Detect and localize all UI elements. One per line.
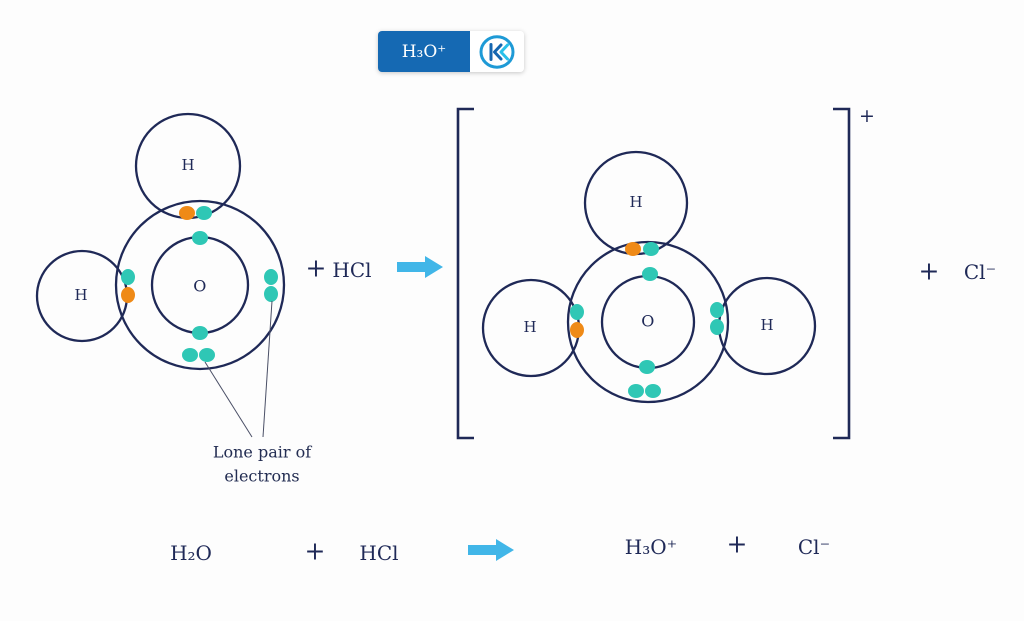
equation-plus2: + — [726, 529, 748, 559]
bond-electron-orange — [121, 287, 135, 303]
plus-sign-reactants: + — [305, 253, 327, 283]
lone-pair-electron-dot — [199, 348, 215, 362]
bond-electron-orange — [625, 242, 641, 256]
water-oxygen-label: O — [193, 276, 207, 296]
logo-ring — [479, 34, 515, 69]
hydronium-hydrogen-top-label: H — [629, 193, 643, 211]
lone-pair-electron-dot — [628, 384, 644, 398]
water-oxygen-outer-shell — [114, 199, 286, 371]
inner-shell-electron-dot — [639, 360, 655, 374]
hydronium-electrons — [570, 242, 724, 398]
hydronium-oxygen-outer-shell — [566, 240, 730, 404]
lone-pair-electron-dot — [182, 348, 198, 362]
hydronium-oxygen-label: O — [641, 311, 655, 331]
hydronium-hydrogen-left-label: H — [523, 318, 537, 336]
hydronium-hydrogen-right-label: H — [760, 316, 774, 334]
bond-electron-teal — [121, 269, 135, 285]
pointer-line-bottom-lone-pair — [204, 361, 253, 438]
water-molecule — [35, 112, 286, 371]
pointer-line-right-lone-pair — [262, 300, 273, 438]
water-hydrogen-top-label: H — [181, 156, 195, 174]
lone-pair-electron-dot — [264, 286, 278, 302]
bond-electron-teal — [570, 304, 584, 320]
inner-shell-electron-dot — [642, 267, 658, 281]
bond-electron-orange — [570, 322, 584, 338]
equation-plus1: + — [304, 536, 326, 566]
brand-logo — [470, 31, 524, 72]
hydronium-charge-label: + — [859, 105, 875, 127]
brand-logo-icon — [479, 34, 515, 69]
inner-shell-electron-dot — [192, 326, 208, 340]
annotation-pointer-lines — [204, 300, 273, 438]
bond-electron-teal — [710, 319, 724, 335]
chloride-label: Cl⁻ — [963, 260, 997, 284]
equation-cl: Cl⁻ — [797, 535, 831, 559]
logo-chevron-dark — [493, 43, 503, 60]
equation-h2o: H₂O — [170, 541, 212, 565]
title-formula: H₃O⁺ — [378, 31, 470, 72]
title-badge: H₃O⁺ — [378, 31, 524, 72]
equation-h3o: H₃O⁺ — [624, 535, 678, 559]
plus-sign-products: + — [918, 256, 940, 286]
hydronium-brackets — [456, 107, 851, 440]
equation-arrow-icon — [468, 539, 514, 561]
bond-electron-teal — [710, 302, 724, 318]
reaction-arrow-icon — [397, 256, 443, 278]
water-hydrogen-left-label: H — [74, 286, 88, 304]
bond-electron-orange — [179, 206, 195, 220]
right-bracket — [833, 107, 851, 440]
left-bracket — [456, 107, 474, 440]
water-electrons — [121, 206, 278, 362]
inner-shell-electron-dot — [192, 231, 208, 245]
bond-electron-teal — [196, 206, 212, 220]
lone-pair-electron-dot — [264, 269, 278, 285]
logo-chevron-cyan — [499, 43, 509, 60]
lone-pair-electron-dot — [645, 384, 661, 398]
equation-hcl: HCl — [359, 541, 399, 565]
lone-pair-annotation-line1: Lone pair of — [212, 442, 312, 462]
hcl-label: HCl — [332, 258, 372, 282]
bond-electron-teal — [643, 242, 659, 256]
lone-pair-annotation-line2: electrons — [224, 466, 300, 486]
